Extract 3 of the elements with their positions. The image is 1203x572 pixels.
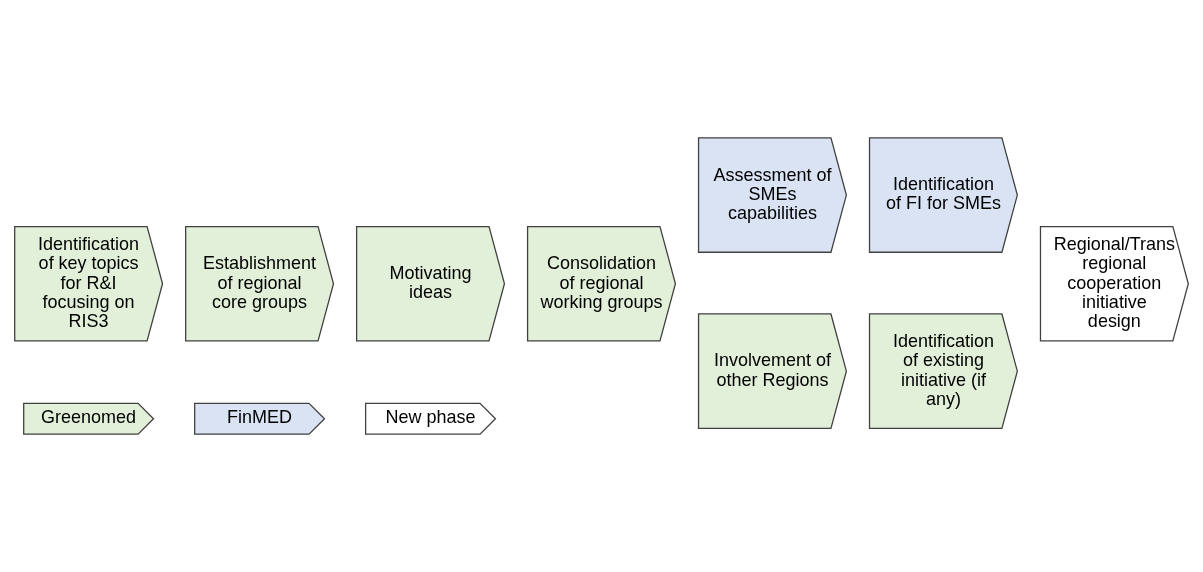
legend-label: New phase bbox=[385, 407, 476, 428]
legend-label: Greenomed bbox=[41, 407, 137, 428]
legend-label: FinMED bbox=[227, 407, 293, 428]
